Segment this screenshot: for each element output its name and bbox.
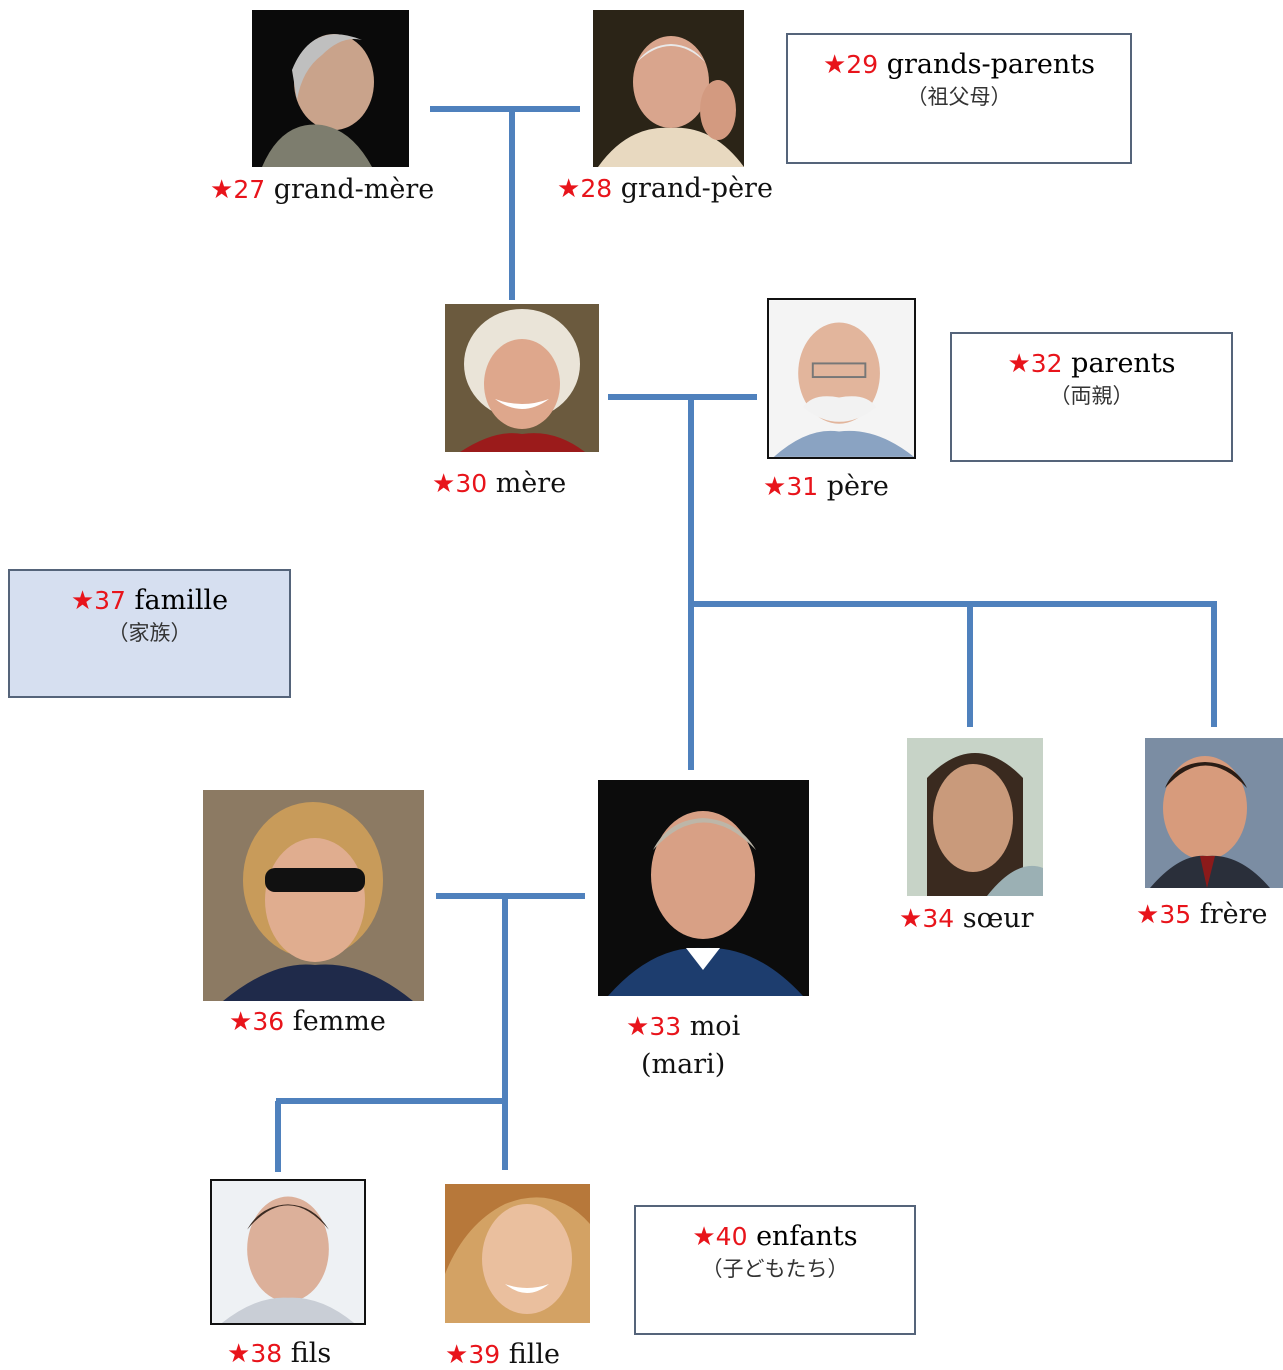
label-frere: ★35 frère bbox=[1136, 901, 1267, 928]
label-femme: ★36 femme bbox=[229, 1008, 386, 1035]
box-text: grands-parents bbox=[878, 49, 1095, 80]
label-number: 39 bbox=[468, 1340, 501, 1369]
box-number: 37 bbox=[94, 586, 126, 615]
box-parents: ★32 parents （両親） bbox=[950, 332, 1233, 462]
label-number: 31 bbox=[786, 472, 819, 501]
label-number: 30 bbox=[455, 469, 488, 498]
box-grands-parents: ★29 grands-parents （祖父母） bbox=[786, 33, 1132, 164]
box-title: ★40 enfants bbox=[636, 1223, 914, 1250]
box-text: famille bbox=[125, 585, 229, 616]
label-number: 36 bbox=[252, 1007, 285, 1036]
label-number: 35 bbox=[1159, 900, 1192, 929]
star-icon: ★ bbox=[432, 469, 456, 499]
box-translation: （子どもたち） bbox=[701, 1257, 849, 1281]
box-translation: （家族） bbox=[107, 621, 192, 645]
label-pere: ★31 père bbox=[763, 473, 889, 500]
label-fils: ★38 fils bbox=[227, 1340, 331, 1367]
label-text: grand-père bbox=[612, 173, 773, 204]
box-translation: （祖父母） bbox=[906, 85, 1012, 109]
star-icon: ★ bbox=[229, 1007, 253, 1037]
star-icon: ★ bbox=[763, 472, 787, 502]
photo-grand-mere bbox=[252, 10, 409, 167]
label-grand-mere: ★27 grand-mère bbox=[210, 176, 434, 203]
box-number: 32 bbox=[1030, 349, 1063, 378]
photo-moi bbox=[598, 780, 809, 996]
box-number: 40 bbox=[715, 1222, 748, 1251]
label-grand-pere: ★28 grand-père bbox=[557, 175, 773, 202]
label-moi: ★33 moi bbox=[626, 1013, 740, 1040]
photo-femme bbox=[203, 790, 424, 1001]
star-icon: ★ bbox=[445, 1340, 469, 1370]
box-title: ★32 parents bbox=[952, 350, 1231, 377]
photo-fille bbox=[445, 1184, 590, 1323]
label-text: mère bbox=[487, 468, 567, 499]
photo-pere bbox=[767, 298, 916, 459]
label-text: sœur bbox=[954, 903, 1034, 934]
box-text: parents bbox=[1062, 348, 1176, 379]
label-text: fille bbox=[500, 1339, 560, 1370]
box-title: ★29 grands-parents bbox=[788, 51, 1130, 78]
box-translation: （両親） bbox=[1049, 384, 1134, 408]
label-soeur: ★34 sœur bbox=[899, 905, 1034, 932]
label-text: père bbox=[818, 471, 889, 502]
label-text: fils bbox=[282, 1338, 332, 1369]
label-moi-sub: (mari) bbox=[641, 1049, 726, 1080]
star-icon: ★ bbox=[626, 1012, 650, 1042]
label-number: 34 bbox=[922, 904, 955, 933]
star-icon: ★ bbox=[227, 1339, 251, 1369]
photo-grand-pere bbox=[593, 10, 744, 167]
star-icon: ★ bbox=[822, 50, 847, 80]
star-icon: ★ bbox=[1007, 349, 1031, 379]
photo-frere bbox=[1145, 738, 1283, 888]
box-number: 29 bbox=[846, 50, 879, 79]
star-icon: ★ bbox=[557, 174, 581, 204]
label-number: 38 bbox=[250, 1339, 283, 1368]
photo-mere bbox=[445, 304, 599, 452]
star-icon: ★ bbox=[1136, 900, 1160, 930]
photo-fils bbox=[210, 1179, 366, 1325]
box-enfants: ★40 enfants （子どもたち） bbox=[634, 1205, 916, 1335]
star-icon: ★ bbox=[210, 175, 234, 205]
box-text: enfants bbox=[747, 1221, 858, 1252]
star-icon: ★ bbox=[692, 1222, 716, 1252]
label-number: 28 bbox=[580, 174, 613, 203]
label-text: frère bbox=[1191, 899, 1268, 930]
label-text: grand-mère bbox=[265, 174, 435, 205]
star-icon: ★ bbox=[899, 904, 923, 934]
box-title: ★37 famille bbox=[10, 587, 289, 614]
star-icon: ★ bbox=[70, 586, 95, 616]
label-number: 27 bbox=[233, 175, 266, 204]
label-text: moi bbox=[681, 1011, 741, 1042]
label-text: femme bbox=[284, 1006, 386, 1037]
box-famille: ★37 famille （家族） bbox=[8, 569, 291, 698]
label-mere: ★30 mère bbox=[432, 470, 566, 497]
photo-soeur bbox=[907, 738, 1043, 896]
label-number: 33 bbox=[649, 1012, 682, 1041]
label-fille: ★39 fille bbox=[445, 1341, 560, 1368]
